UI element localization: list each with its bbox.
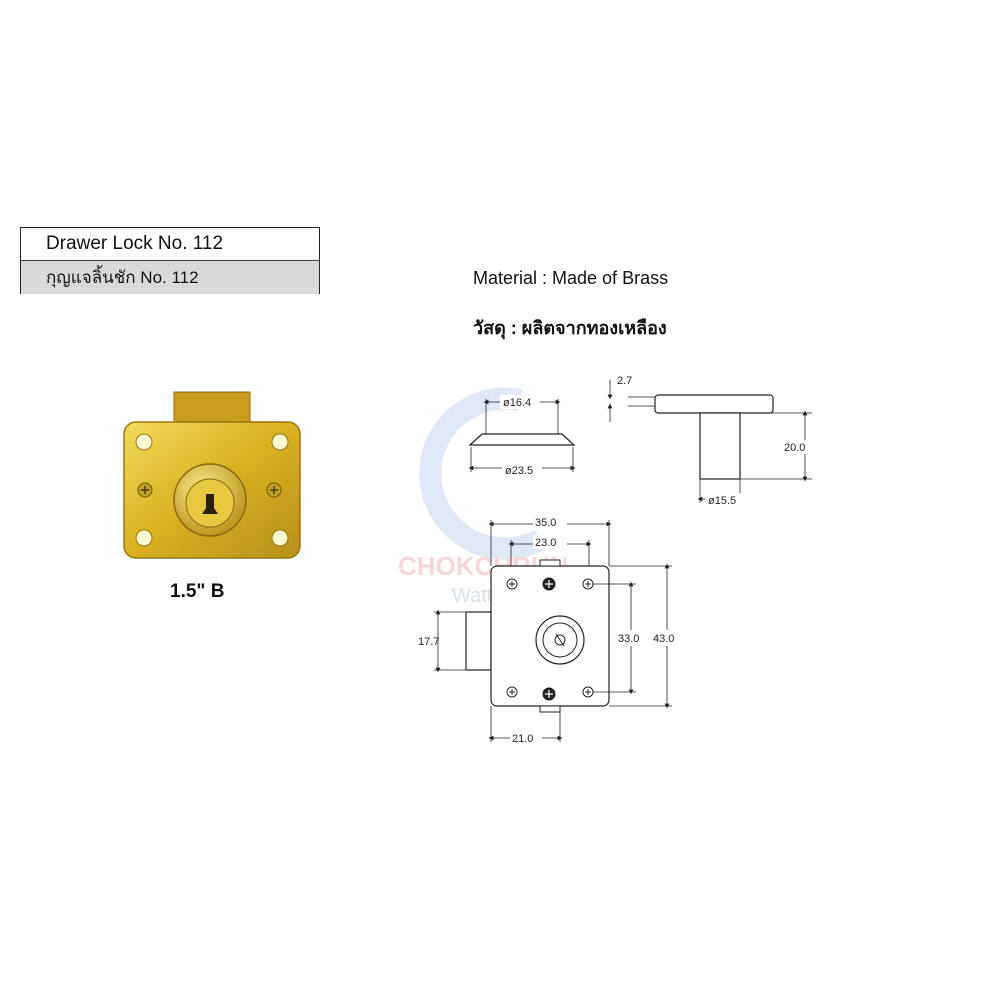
dim-bolt-height: 17.7 [418,636,439,648]
material-english: Material : Made of Brass [473,268,669,288]
mount-hole-icon [135,529,153,547]
dim-plate-height: 43.0 [653,633,674,645]
title-english: Drawer Lock No. 112 [21,228,319,261]
dim-hole-spacing: 23.0 [535,537,556,549]
mount-hole-icon [271,433,289,451]
front-view-holes [506,577,594,701]
front-view-drawing [434,520,672,742]
material-thai: วัสดุ : ผลิตจากทองเหลือง [473,318,667,338]
side-profile-drawing [607,380,812,503]
dim-center-offset: 21.0 [512,733,533,745]
mount-hole-icon [135,433,153,451]
flange-profile-drawing [468,399,576,472]
watermark-ring-icon [419,387,546,560]
dim-plate-width: 35.0 [535,517,556,529]
mount-hole-icon [271,529,289,547]
size-label: 1.5" B [170,581,225,602]
lock-photo [123,391,301,559]
dim-cylinder-height: 20.0 [784,442,805,454]
dim-flange-inner: ø16.4 [503,397,531,409]
dim-hole-vertical: 33.0 [618,633,639,645]
dim-flange-outer: ø23.5 [505,465,533,477]
title-box: Drawer Lock No. 112 กุญแจลิ้นชัก No. 112 [20,227,320,294]
title-thai: กุญแจลิ้นชัก No. 112 [21,261,319,294]
dim-thickness: 2.7 [617,375,632,387]
keyhole-icon [202,494,218,514]
dim-cylinder-diameter: ø15.5 [708,495,736,507]
